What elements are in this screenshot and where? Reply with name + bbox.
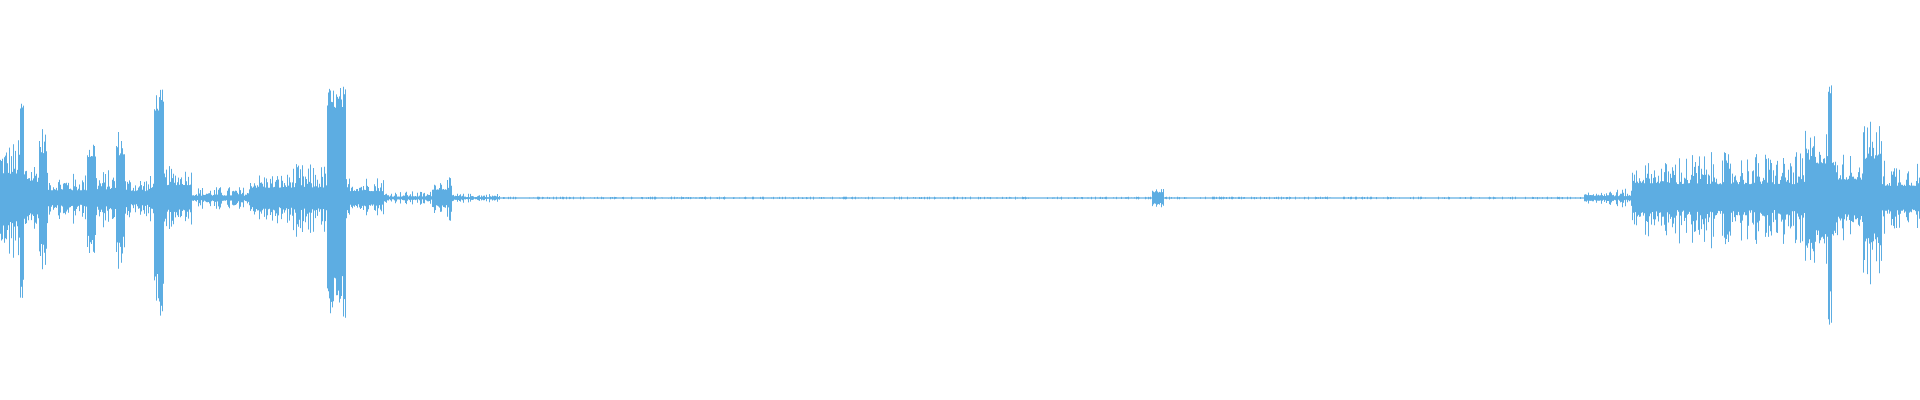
waveform-bars xyxy=(0,85,1920,325)
waveform-path xyxy=(0,85,1920,325)
